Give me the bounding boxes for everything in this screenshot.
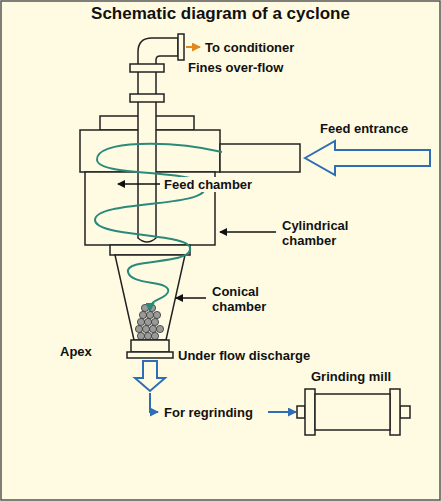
particle: [153, 311, 160, 318]
feed-arrow: [305, 141, 430, 175]
particle: [151, 332, 158, 339]
part-label: Feed entrance: [318, 121, 410, 136]
mill-shaft: [400, 406, 410, 418]
pipe-flange: [178, 34, 184, 60]
regrind-arrow: [150, 393, 158, 412]
diagram-title: Schematic diagram of a cyclone: [0, 4, 441, 24]
mill-end: [390, 389, 400, 435]
particle: [144, 332, 151, 339]
pipe-coupling: [130, 64, 164, 72]
particle: [137, 332, 144, 339]
part-label: Fines over-flow: [186, 60, 285, 75]
particle: [149, 325, 156, 332]
vortex-flow: [95, 144, 222, 310]
particle: [142, 325, 149, 332]
part-label: Apex: [58, 344, 94, 359]
particle: [144, 318, 151, 325]
regrind-arrow: [268, 411, 296, 413]
flange: [110, 245, 190, 255]
part-label: Feed chamber: [162, 177, 254, 192]
mill-shaft: [297, 406, 305, 418]
grinding-mill: Grinding mill: [309, 369, 393, 384]
part-label: Cylindrical chamber: [280, 218, 376, 248]
particle: [156, 325, 163, 332]
particle: [139, 311, 146, 318]
particle: [141, 304, 148, 311]
particle: [135, 325, 142, 332]
particle: [137, 318, 144, 325]
part-label: Under flow discharge: [176, 348, 312, 363]
node-heading: Grinding mill: [309, 369, 393, 384]
part-label: To conditioner: [203, 40, 296, 55]
particle: [146, 311, 153, 318]
leader-line: [220, 231, 276, 233]
mill-end: [305, 389, 315, 435]
conical-chamber: [115, 255, 185, 340]
part-label: Conical chamber: [210, 284, 294, 314]
pipe-coupling: [130, 94, 164, 102]
feed-pipe: [220, 144, 300, 172]
apex: [131, 340, 169, 352]
part-label: For regrinding: [162, 405, 255, 420]
leader-line: [176, 297, 206, 299]
apex-lip: [127, 352, 173, 358]
flow-arrow: [186, 46, 200, 48]
leader-line: [118, 183, 160, 185]
particle: [151, 318, 158, 325]
underflow-arrow: [135, 361, 165, 391]
mill-drum: [315, 394, 390, 430]
